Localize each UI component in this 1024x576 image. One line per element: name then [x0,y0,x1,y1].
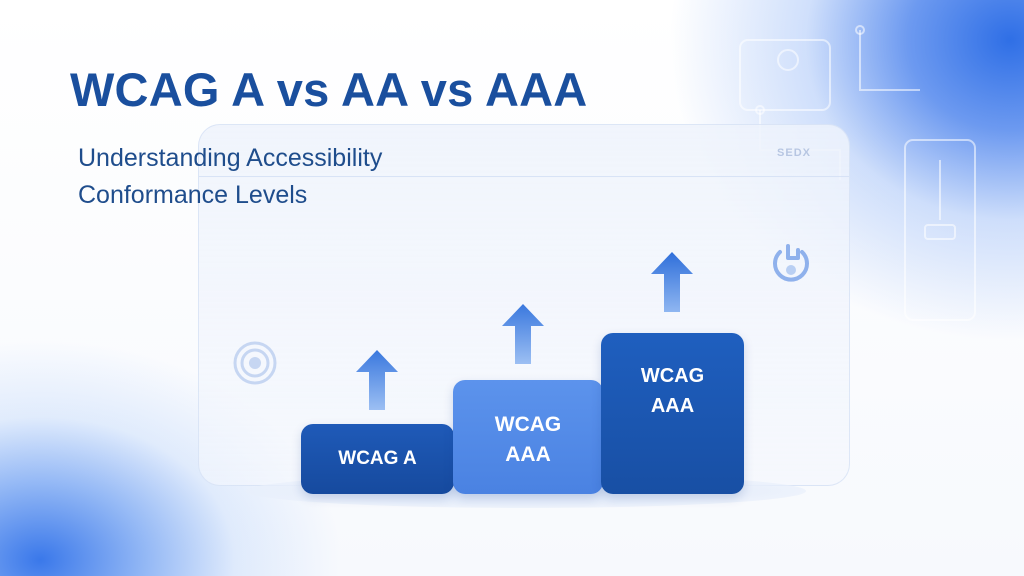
arrow-up-icon [651,252,693,312]
mockup-brand-logo: SEDX [777,147,811,159]
arrow-up-icon [502,304,544,364]
arrow-up-icon [356,350,398,410]
step-label: WCAG AAA [494,413,562,466]
step-wcag-aa: WCAG AAA [453,380,603,494]
step-label: WCAG A [338,448,417,469]
subtitle-line-2: Conformance Levels [78,181,308,209]
step-wcag-aaa: WCAG AAA [601,333,744,494]
page-subtitle: Understanding Accessibility Conformance … [78,140,382,214]
refresh-icon [773,244,809,282]
mockup-top-bar: SEDX [199,125,849,177]
step-wcag-a: WCAG A [301,424,454,494]
target-icon [233,341,277,385]
step-label: WCAG AAA [640,365,705,417]
page-title: WCAG A vs AA vs AAA [70,63,588,116]
subtitle-line-1: Understanding Accessibility [78,144,383,172]
